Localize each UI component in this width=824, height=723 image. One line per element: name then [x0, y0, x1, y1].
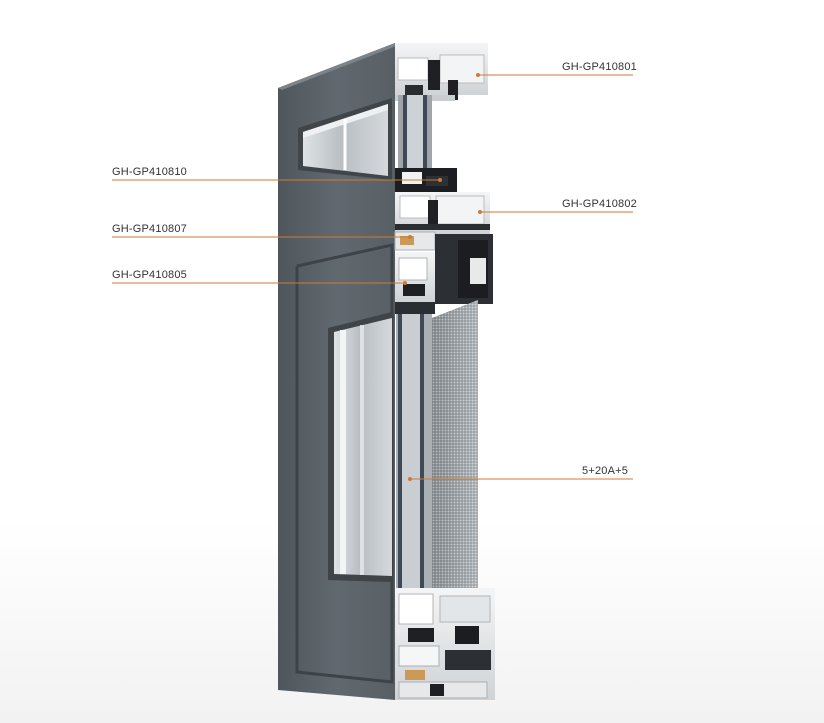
point-gp410802	[478, 210, 482, 214]
transom-glass-section	[398, 95, 432, 170]
callout-points	[403, 73, 482, 481]
profile-gp410807-block	[394, 231, 436, 251]
main-glass-frame-strip	[340, 330, 346, 574]
frame-top-edge	[278, 43, 399, 90]
profile-sash-interior	[435, 234, 493, 304]
sash-face-outline	[295, 243, 394, 684]
point-gp410801	[476, 73, 480, 77]
profile-top-block	[395, 43, 488, 101]
label-gp410801: GH-GP410801	[562, 61, 637, 73]
main-glazing-section	[396, 300, 478, 600]
point-gp410807	[408, 235, 412, 239]
main-glass-reflection	[360, 325, 364, 575]
label-gp410810: GH-GP410810	[112, 166, 187, 178]
profile-gp410805-block	[395, 252, 435, 314]
point-gp410810	[438, 178, 442, 182]
profile-mullion-block	[395, 192, 490, 234]
label-glass-spec: 5+20A+5	[582, 465, 629, 477]
callout-leaders	[112, 74, 633, 480]
profile-bottom-stack	[395, 588, 495, 700]
label-gp410802: GH-GP410802	[562, 198, 637, 210]
point-gp410805	[403, 281, 407, 285]
point-glass	[408, 477, 412, 481]
label-gp410805: GH-GP410805	[112, 269, 187, 281]
label-gp410807: GH-GP410807	[112, 223, 187, 235]
